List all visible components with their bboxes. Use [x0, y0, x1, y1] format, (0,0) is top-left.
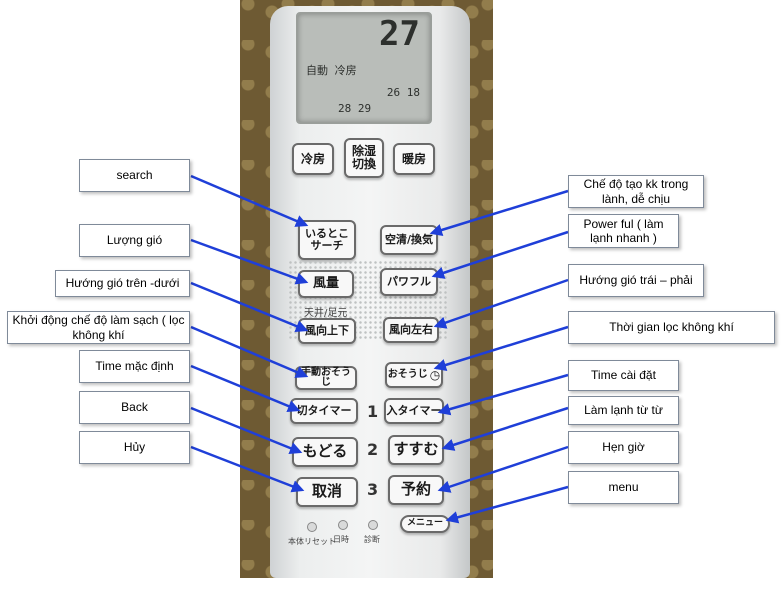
- arrow-menu: [445, 485, 569, 524]
- callout-menu: menu: [568, 471, 679, 504]
- callout-powerful: Power ful ( làm lạnh nhanh ): [568, 214, 679, 248]
- next-button[interactable]: すすむ: [388, 435, 444, 465]
- on-timer-button[interactable]: 入タイマー: [384, 398, 444, 424]
- callout-filter-time: Thời gian lọc không khí: [568, 311, 775, 344]
- clean-timer-button[interactable]: おそうじ ◷: [385, 362, 443, 388]
- digit-1: 1: [367, 402, 379, 421]
- arrow-set-time: [437, 373, 569, 416]
- arrow-default-time: [190, 364, 301, 412]
- arrow-slow-cool: [441, 406, 569, 451]
- callout-back: Back: [79, 391, 190, 424]
- cancel-button[interactable]: 取消: [296, 477, 358, 507]
- arrow-search: [190, 174, 309, 227]
- manual-clean-button[interactable]: 手動おそうじ: [295, 366, 357, 390]
- powerful-button[interactable]: パワフル: [380, 268, 438, 296]
- arrow-comfort-mode: [429, 189, 569, 237]
- arrow-back: [190, 406, 303, 455]
- callout-self-clean: Khởi động chế độ làm sạch ( lọc không kh…: [7, 311, 190, 344]
- lcd-temperature: 27: [379, 14, 420, 54]
- datetime-label: 日時: [333, 535, 349, 544]
- back-button[interactable]: もどる: [292, 437, 358, 467]
- arrow-timer: [437, 445, 569, 493]
- callout-timer: Hẹn giờ: [568, 431, 679, 464]
- reset-label: 本体リセット: [288, 537, 336, 546]
- callout-slow-cool: Làm lạnh từ từ: [568, 396, 679, 425]
- datetime-hole[interactable]: [338, 520, 348, 530]
- air-clean-button[interactable]: 空清/換気: [380, 225, 438, 255]
- horizontal-direction-button[interactable]: 風向左右: [383, 317, 439, 343]
- callout-search: search: [79, 159, 190, 192]
- vertical-direction-label: 天井/足元: [304, 308, 348, 319]
- callout-set-time: Time cài đặt: [568, 360, 679, 391]
- callout-horizontal-dir: Hướng gió trái – phải: [568, 264, 704, 297]
- arrow-vertical-dir: [190, 281, 309, 333]
- callout-comfort-mode: Chế độ tạo kk trong lành, dễ chịu: [568, 175, 704, 208]
- arrow-self-clean: [190, 325, 309, 378]
- arrow-fan-amount: [190, 238, 309, 285]
- lcd-line-3: 28 29: [338, 102, 372, 115]
- menu-button[interactable]: メニュー: [400, 515, 450, 533]
- arrow-cancel: [190, 445, 305, 493]
- lcd-mode-line: 自動 冷房: [306, 64, 357, 77]
- arrow-horizontal-dir: [433, 278, 569, 329]
- heat-button[interactable]: 暖房: [393, 143, 435, 175]
- cool-button[interactable]: 冷房: [292, 143, 334, 175]
- diagnose-label: 診断: [364, 535, 380, 544]
- clean-timer-label: おそうじ: [387, 368, 428, 380]
- callout-fan-amount: Lượng gió: [79, 224, 190, 257]
- callout-default-time: Time mặc định: [79, 350, 190, 383]
- dehumidify-button[interactable]: 除湿 切換: [344, 138, 384, 178]
- diagnose-hole[interactable]: [368, 520, 378, 530]
- callout-vertical-dir: Hướng gió trên -dưới: [55, 270, 190, 297]
- digit-2: 2: [367, 440, 379, 459]
- digit-3: 3: [367, 480, 379, 499]
- clock-icon: ◷: [429, 367, 441, 382]
- arrow-filter-time: [433, 325, 569, 372]
- lcd-line-2: 26 18: [386, 86, 420, 99]
- reset-hole[interactable]: [307, 522, 317, 532]
- arrow-powerful: [431, 230, 569, 279]
- lcd-display: 27 自動 冷房 26 18 28 29: [296, 12, 432, 124]
- callout-cancel: Hủy: [79, 431, 190, 464]
